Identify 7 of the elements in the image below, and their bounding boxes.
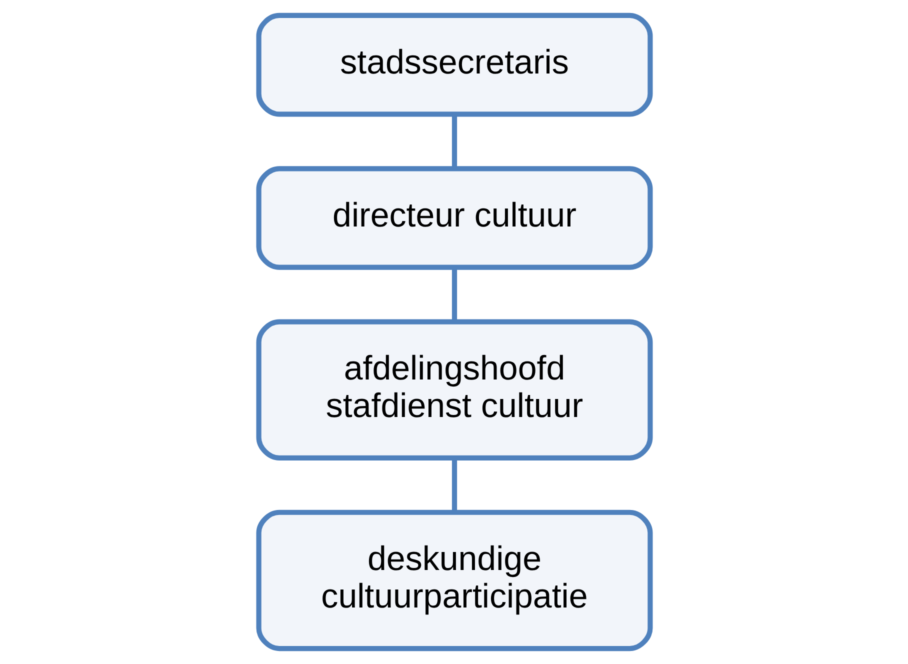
connector [451, 458, 457, 512]
node-box: afdelingshoofd stafdienst cultuur [256, 319, 652, 460]
node-box: directeur cultuur [256, 166, 652, 270]
connector [451, 114, 457, 168]
connector [451, 268, 457, 322]
node-box: deskundige cultuurparticipatie [256, 510, 652, 652]
node-box: stadssecretaris [256, 12, 652, 117]
